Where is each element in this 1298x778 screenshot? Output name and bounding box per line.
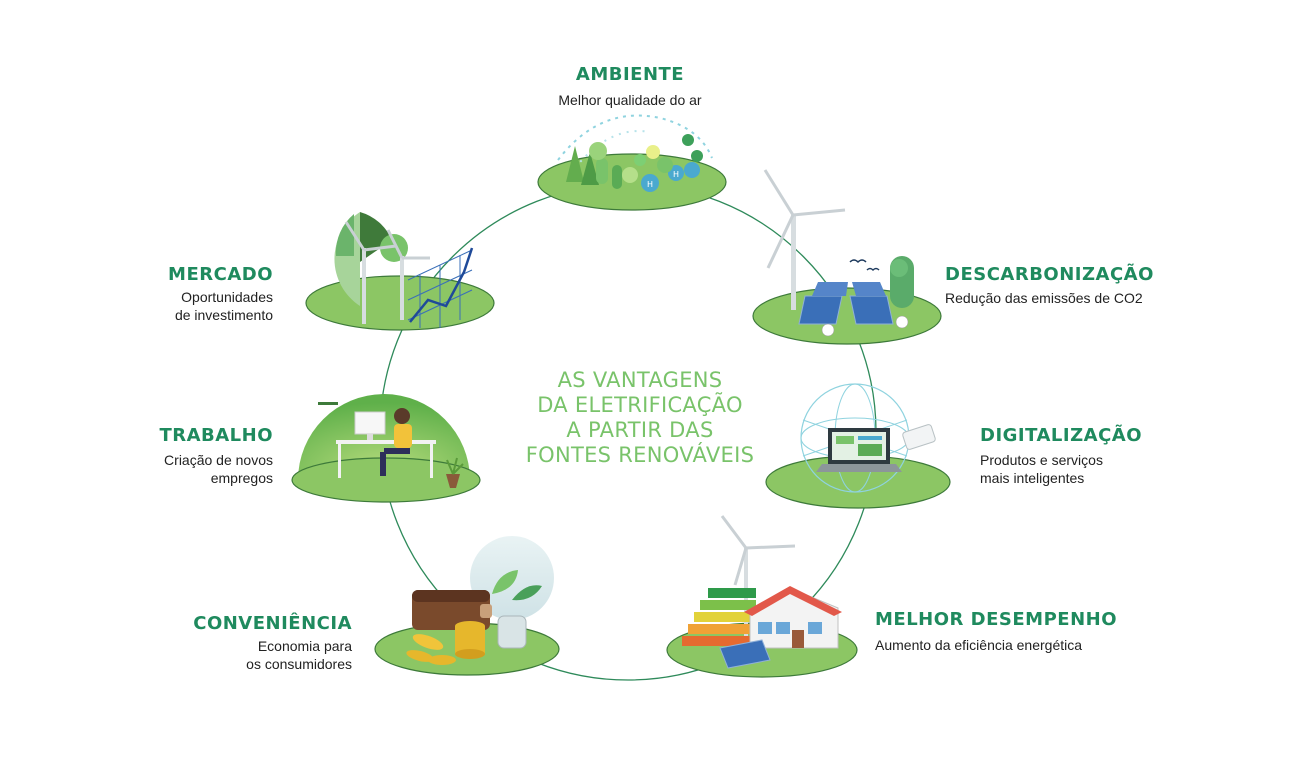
desempenho-subtitle: Aumento da eficiência energética [875, 636, 1082, 654]
desempenho-title: MELHOR DESEMPENHO [875, 609, 1117, 630]
digitalizacao-title: DIGITALIZAÇÃO [980, 425, 1142, 446]
center-line-1: AS VANTAGENS [470, 368, 810, 393]
mercado-subtitle-1: Oportunidades [40, 288, 273, 306]
mercado-title: MERCADO [40, 264, 273, 285]
ambiente-title: AMBIENTE [530, 64, 730, 85]
trabalho-subtitle-1: Criação de novos [40, 451, 273, 469]
trabalho-title: TRABALHO [40, 425, 273, 446]
digitalizacao-subtitle-1: Produtos e serviços [980, 451, 1103, 469]
mercado-illustration [306, 212, 494, 330]
center-line-2: DA ELETRIFICAÇÃO [470, 393, 810, 418]
conveniencia-subtitle-1: Economia para [120, 637, 352, 655]
conveniencia-subtitle-2: os consumidores [120, 655, 352, 673]
trabalho-subtitle-2: empregos [40, 469, 273, 487]
mercado-subtitle-2: de investimento [40, 306, 273, 324]
ambiente-illustration: H H [538, 116, 726, 210]
center-line-3: A PARTIR DAS [470, 418, 810, 443]
trabalho-illustration [292, 394, 480, 502]
descarbonizacao-title: DESCARBONIZAÇÃO [945, 264, 1154, 285]
center-line-4: FONTES RENOVÁVEIS [470, 443, 810, 468]
conveniencia-title: CONVENIÊNCIA [120, 613, 352, 634]
descarbonizacao-subtitle: Redução das emissões de CO2 [945, 289, 1143, 307]
desempenho-illustration [667, 516, 857, 677]
svg-text:H: H [647, 180, 653, 189]
ambiente-subtitle: Melhor qualidade do ar [510, 91, 750, 109]
digitalizacao-subtitle-2: mais inteligentes [980, 469, 1084, 487]
descarbonizacao-illustration [753, 170, 941, 344]
conveniencia-illustration [375, 536, 559, 675]
svg-text:H: H [673, 170, 679, 179]
center-headline: AS VANTAGENS DA ELETRIFICAÇÃO A PARTIR D… [470, 368, 810, 468]
